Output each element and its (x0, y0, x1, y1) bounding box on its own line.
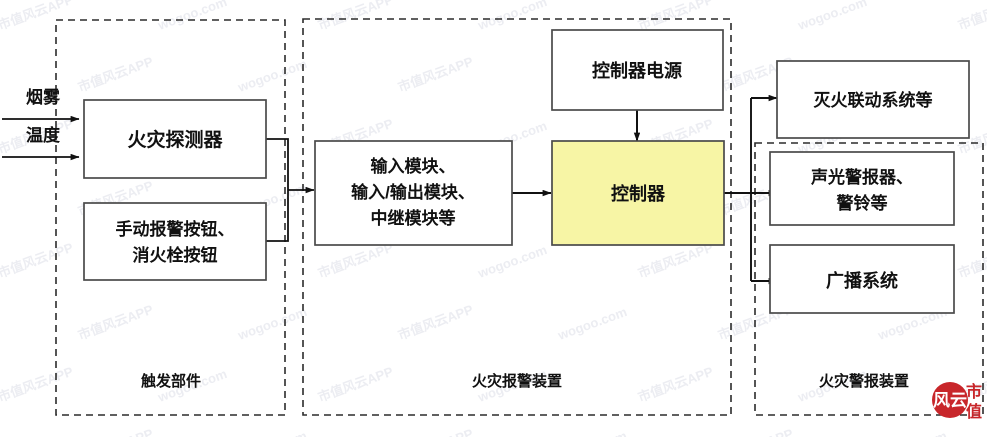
box-audible-visual-alarm-label-line-1: 声光警报器、 (810, 167, 913, 187)
stamp-side-text-top: 市 (966, 382, 982, 401)
brand-stamp-logo: 风云 市 值 (932, 382, 982, 421)
box-fire-detector[interactable] (83, 99, 267, 179)
box-fire-detector-label-line-1: 火灾探测器 (127, 128, 223, 151)
box-modules-label-line-1: 输入模块、 (371, 156, 456, 176)
stamp-circle (932, 382, 968, 418)
group-frame-fire-alarm-device (302, 18, 732, 416)
stamp-circle-text: 风云 (933, 391, 967, 410)
box-manual-button[interactable] (83, 202, 267, 281)
box-extinguish-system-label-line-1: 灭火联动系统等 (813, 90, 933, 110)
box-manual-button-label-line-2: 消火栓按钮 (133, 245, 218, 265)
group-label-fire-alarm-device: 火灾报警装置 (472, 372, 562, 390)
input-label-temperature: 温度 (26, 125, 61, 145)
box-modules-label-line-2: 输入/输出模块、 (351, 182, 475, 202)
box-audible-visual-alarm-label-line-2: 警铃等 (836, 193, 888, 213)
connector-controller-outputs (724, 98, 752, 281)
box-controller-label-line-1: 控制器 (611, 183, 666, 204)
group-frame-trigger (55, 19, 286, 416)
box-controller-power-label-line-1: 控制器电源 (592, 60, 682, 81)
box-audible-visual-alarm[interactable] (769, 151, 955, 226)
box-controller-power[interactable] (551, 29, 724, 111)
box-broadcast-system[interactable] (769, 244, 955, 314)
box-broadcast-system-label-line-1: 广播系统 (826, 270, 898, 291)
box-modules-label-line-3: 中继模块等 (371, 208, 456, 228)
box-extinguish-system[interactable] (776, 60, 970, 139)
group-label-trigger: 触发部件 (141, 372, 201, 390)
input-label-smoke: 烟雾 (26, 87, 61, 107)
group-label-fire-warning-device: 火灾警报装置 (819, 372, 909, 390)
box-controller[interactable] (551, 140, 725, 246)
group-frame-fire-warning-device (754, 142, 984, 416)
stamp-side-text-bottom: 值 (966, 402, 982, 421)
box-manual-button-label-line-1: 手动报警按钮、 (116, 219, 235, 239)
box-modules[interactable] (314, 140, 513, 246)
